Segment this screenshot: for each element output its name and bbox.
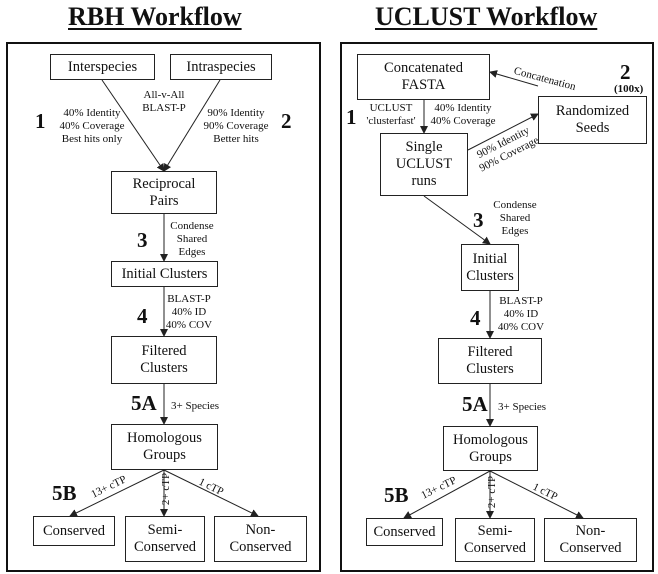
ctp2-label: 2+ cTP <box>160 472 173 506</box>
uclust-panel <box>340 42 654 572</box>
uclust-step-2-repeat: (100x) <box>614 83 644 95</box>
condense-u-label: Condense Shared Edges <box>493 199 537 238</box>
uclust-step-5b: 5B <box>384 483 409 507</box>
all-v-all-label: All-v-All BLAST-P <box>142 89 186 115</box>
randomized-seeds-box: Randomized Seeds <box>538 96 647 144</box>
filtered-clusters-u-box: Filtered Clusters <box>438 338 542 384</box>
step1-params-label: 40% Identity 40% Coverage Best hits only <box>59 107 125 146</box>
reciprocal-pairs-box: Reciprocal Pairs <box>111 171 217 214</box>
arrow-homologous-to-conserved <box>69 469 165 517</box>
rbh-panel <box>6 42 321 572</box>
uclust-step-1: 1 <box>346 105 357 129</box>
single-uclust-runs-box: Single UCLUST runs <box>380 133 468 196</box>
species-label: 3+ Species <box>171 400 220 412</box>
rbh-title: RBH Workflow <box>68 2 242 31</box>
homologous-groups-u-box: Homologous Groups <box>443 426 538 471</box>
initial-clusters-u-box: Initial Clusters <box>461 244 519 291</box>
uclust-title: UCLUST Workflow <box>375 2 598 31</box>
ctp2-u-label: 2+ cTP <box>486 475 499 509</box>
arrow-homologous-to-conserved-u <box>403 470 491 519</box>
arrow-homologous-to-non <box>163 469 259 517</box>
uclust-clusterfast-label: UCLUST 'clusterfast' <box>366 102 416 128</box>
blast-label: BLAST-P 40% ID 40% COV <box>165 293 213 332</box>
interspecies-box: Interspecies <box>50 54 155 80</box>
intraspecies-box: Intraspecies <box>170 54 272 80</box>
arrow-single-to-initial <box>423 195 491 245</box>
non-conserved-box: Non- Conserved <box>214 516 307 562</box>
arrow-inter-to-pairs <box>101 79 165 172</box>
filtered-clusters-box: Filtered Clusters <box>111 336 217 384</box>
step1-params-u-label: 40% Identity 40% Coverage <box>430 102 496 128</box>
rbh-step-4: 4 <box>137 304 148 328</box>
uclust-step-2: 2 <box>620 60 631 84</box>
conserved-box: Conserved <box>33 516 115 546</box>
uclust-step-4: 4 <box>470 306 481 330</box>
non-conserved-u-box: Non- Conserved <box>544 518 637 562</box>
arrow-homologous-to-non-u <box>489 470 584 519</box>
rbh-step-5a: 5A <box>131 391 157 415</box>
semi-conserved-u-box: Semi- Conserved <box>455 518 535 562</box>
rbh-step-2: 2 <box>281 109 292 133</box>
semi-conserved-box: Semi- Conserved <box>125 516 205 562</box>
species-u-label: 3+ Species <box>498 401 547 413</box>
uclust-step-5a: 5A <box>462 392 488 416</box>
rbh-step-3: 3 <box>137 228 148 252</box>
arrow-intra-to-pairs <box>163 79 221 172</box>
blast-u-label: BLAST-P 40% ID 40% COV <box>497 295 545 334</box>
rbh-step-1: 1 <box>35 109 46 133</box>
arrow-seeds-to-fasta <box>489 70 539 87</box>
conserved-u-box: Conserved <box>366 518 443 546</box>
rbh-step-5b: 5B <box>52 481 77 505</box>
concatenated-fasta-box: Concatenated FASTA <box>357 54 490 100</box>
initial-clusters-box: Initial Clusters <box>111 261 218 287</box>
arrow-single-to-seeds <box>467 113 539 151</box>
uclust-step-3: 3 <box>473 208 484 232</box>
homologous-groups-box: Homologous Groups <box>111 424 218 470</box>
condense-label: Condense Shared Edges <box>170 220 214 259</box>
step2-params-label: 90% Identity 90% Coverage Better hits <box>203 107 269 146</box>
